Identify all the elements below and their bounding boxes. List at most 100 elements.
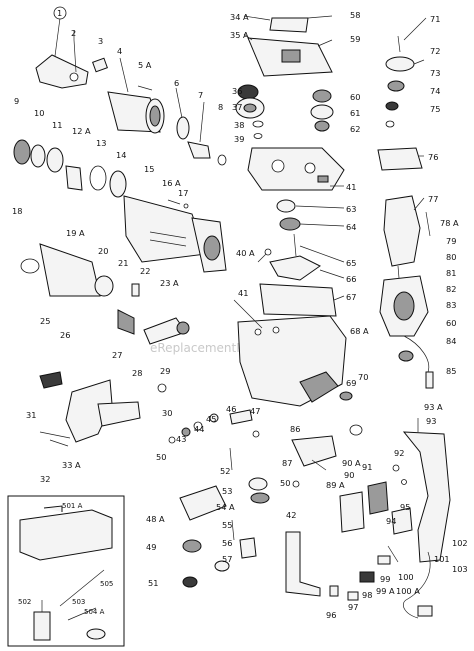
label-56: 56 <box>222 538 232 548</box>
part-76 <box>377 147 423 171</box>
label-6: 6 <box>174 78 179 88</box>
part-503 <box>67 607 97 621</box>
label-19a: 19 A <box>66 228 85 238</box>
part-44 <box>193 421 203 431</box>
label-60b: 60 <box>446 318 456 328</box>
label-9: 9 <box>14 96 19 106</box>
label-75: 75 <box>430 104 440 114</box>
part-78a-screw <box>425 211 431 237</box>
label-33a: 33 A <box>62 460 81 470</box>
part-50-screw <box>292 480 300 488</box>
label-43: 43 <box>176 434 186 444</box>
label-36: 36 <box>232 86 242 96</box>
part-60-top <box>312 89 332 103</box>
part-20 <box>94 275 114 297</box>
part-29 <box>157 383 167 393</box>
part-102-plug <box>417 605 433 617</box>
label-503: 503 <box>72 598 85 606</box>
label-101: 101 <box>434 554 450 564</box>
label-28: 28 <box>132 368 142 378</box>
part-54a <box>250 492 270 504</box>
label-57: 57 <box>222 554 232 564</box>
label-30: 30 <box>162 408 172 418</box>
motor-group <box>377 35 434 389</box>
label-98: 98 <box>362 590 372 600</box>
label-15: 15 <box>144 164 154 174</box>
part-11 <box>46 147 64 173</box>
part-62 <box>314 120 330 132</box>
part-96 <box>329 585 339 597</box>
label-90: 90 <box>344 470 354 480</box>
label-40a: 40 A <box>236 248 255 258</box>
label-73: 73 <box>430 68 440 78</box>
part-42-bracket <box>285 531 321 597</box>
part-15-barrel <box>123 195 207 263</box>
label-501a: 501 A <box>62 502 83 510</box>
label-21: 21 <box>118 258 128 268</box>
part-83-lead <box>403 335 430 373</box>
label-82: 82 <box>446 284 456 294</box>
label-16a: 16 A <box>162 178 181 188</box>
label-80: 80 <box>446 252 456 262</box>
part-31-rod <box>39 431 71 439</box>
label-35a: 35 A <box>230 30 249 40</box>
label-84: 84 <box>446 336 456 346</box>
label-93a: 93 A <box>424 402 443 412</box>
part-502-oil <box>33 611 51 641</box>
label-76: 76 <box>428 152 438 162</box>
part-504a <box>86 628 106 640</box>
label-97: 97 <box>348 602 358 612</box>
label-61: 61 <box>350 108 360 118</box>
label-72: 72 <box>430 46 440 56</box>
label-94: 94 <box>386 516 396 526</box>
label-53: 53 <box>222 486 232 496</box>
part-40a <box>264 248 272 256</box>
label-96: 96 <box>326 610 336 620</box>
label-37: 37 <box>232 102 242 112</box>
part-66-crank <box>269 255 321 281</box>
label-62: 62 <box>350 124 360 134</box>
label-46: 46 <box>226 404 236 414</box>
part-45 <box>209 413 219 423</box>
part-71-screw <box>397 35 401 53</box>
part-89a-switch <box>339 491 365 533</box>
label-65: 65 <box>346 258 356 268</box>
accessory-frame <box>7 495 125 647</box>
part-85 <box>425 371 434 389</box>
label-32: 32 <box>40 474 50 484</box>
part-34a <box>269 17 309 33</box>
label-25: 25 <box>40 316 50 326</box>
part-68a-main-housing <box>237 315 347 407</box>
part-48a-plate <box>179 485 227 521</box>
label-13: 13 <box>96 138 106 148</box>
part-5a-screw <box>137 85 153 91</box>
label-77: 77 <box>428 194 438 204</box>
part-49 <box>182 539 202 553</box>
label-502: 502 <box>18 598 31 606</box>
gear-housing-group <box>235 17 363 436</box>
label-90a: 90 A <box>342 458 361 468</box>
label-45: 45 <box>206 414 216 424</box>
label-87: 87 <box>282 458 292 468</box>
part-77-armature <box>383 195 421 267</box>
part-501a-case <box>19 509 113 561</box>
label-59: 59 <box>350 34 360 44</box>
label-10: 10 <box>34 108 44 118</box>
part-98 <box>359 571 375 583</box>
part-1-lever <box>35 54 89 89</box>
label-91: 91 <box>362 462 372 472</box>
label-38: 38 <box>234 120 244 130</box>
label-31: 31 <box>26 410 36 420</box>
part-7-piston <box>187 141 211 159</box>
part-13 <box>89 165 107 191</box>
part-93-handle <box>402 431 451 563</box>
label-81: 81 <box>446 268 456 278</box>
label-49: 49 <box>146 542 156 552</box>
label-34a: 34 A <box>230 12 249 22</box>
part-97 <box>347 591 359 601</box>
label-3: 3 <box>98 36 103 46</box>
part-43 <box>181 427 191 437</box>
label-86: 86 <box>290 424 300 434</box>
part-19a-tube <box>39 243 101 297</box>
part-labels: 1 2 3 4 5 A 6 7 8 9 10 11 12 A 13 14 15 … <box>12 6 468 620</box>
